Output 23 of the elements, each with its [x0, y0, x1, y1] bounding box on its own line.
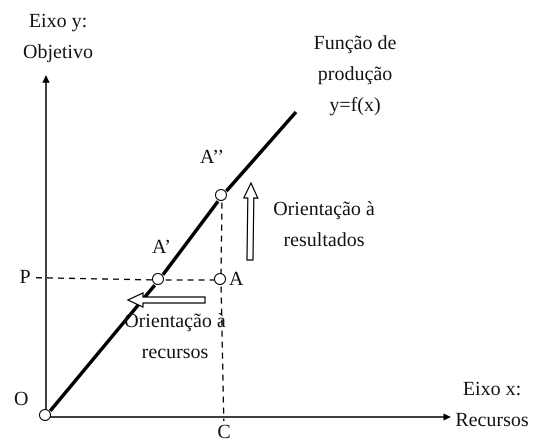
curve-label: Função de produção y=f(x): [312, 31, 398, 118]
dashed-guide-line: [220, 202, 223, 274]
dashed-guide-line: [166, 279, 214, 281]
point-label: O: [14, 387, 28, 412]
point-marker: [152, 273, 164, 286]
edge-label: Orientação à recursos: [123, 309, 227, 365]
point-marker: [39, 409, 52, 422]
point-marker: [215, 189, 228, 202]
point-label: A: [229, 267, 244, 292]
edge-label: Orientação à resultados: [272, 197, 376, 253]
block-arrow: [242, 182, 259, 261]
function-line: [48, 284, 156, 412]
function-line: [162, 200, 220, 276]
point-marker: [214, 273, 226, 286]
axis-label: P: [14, 262, 36, 293]
dashed-guide-line: [36, 277, 152, 281]
axis-title: Eixo x: Recursos: [454, 377, 530, 433]
point-label: A’: [152, 235, 171, 260]
dashed-guide-line: [220, 286, 224, 422]
block-arrow: [126, 292, 206, 308]
axis-title: Eixo y: Objetivo: [22, 9, 94, 65]
axis-label: C: [213, 421, 235, 443]
point-label: A’’: [200, 145, 224, 170]
